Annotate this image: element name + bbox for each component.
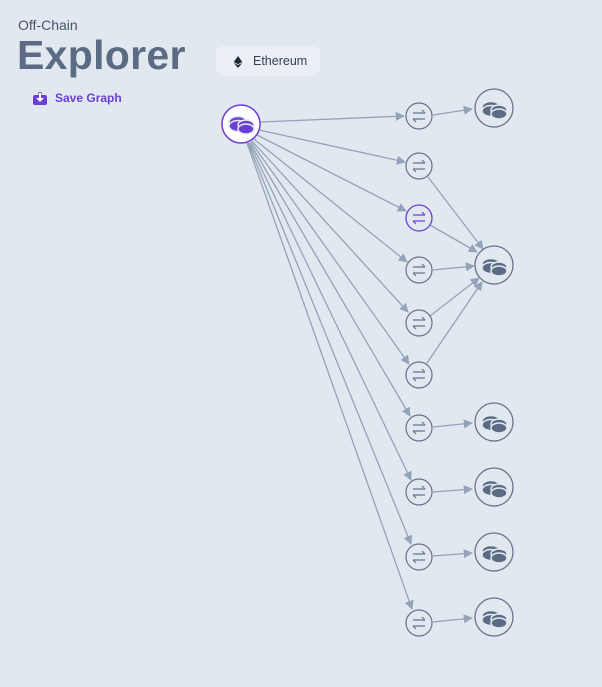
transfer-node[interactable] (405, 102, 433, 130)
source-coin-node[interactable] (221, 104, 261, 144)
transfer-node[interactable] (405, 309, 433, 337)
network-selector[interactable]: Ethereum (216, 46, 320, 76)
transfer-node[interactable] (405, 256, 433, 284)
edges-transfers-to-coins (426, 105, 484, 624)
target-coin-node[interactable] (474, 402, 514, 442)
ethereum-icon (233, 55, 243, 68)
page-title: Explorer (17, 32, 186, 78)
save-graph-label: Save Graph (55, 91, 122, 105)
target-coin-node[interactable] (474, 597, 514, 637)
transfer-node[interactable] (405, 361, 433, 389)
network-label: Ethereum (253, 54, 308, 68)
target-coin-node[interactable] (474, 88, 514, 128)
save-graph-button[interactable]: Save Graph (33, 91, 122, 105)
transfer-node[interactable] (405, 543, 433, 571)
transfer-node[interactable] (405, 478, 433, 506)
transfer-node[interactable] (405, 414, 433, 442)
download-icon (33, 91, 47, 105)
target-coin-node[interactable] (474, 532, 514, 572)
target-coin-node[interactable] (474, 245, 514, 285)
transfer-node[interactable] (405, 152, 433, 180)
transfer-node-highlighted[interactable] (405, 204, 433, 232)
page-subtitle: Off-Chain (18, 17, 78, 33)
edges-source-to-transfers (246, 111, 414, 610)
transfer-node[interactable] (405, 609, 433, 637)
target-coin-node[interactable] (474, 467, 514, 507)
